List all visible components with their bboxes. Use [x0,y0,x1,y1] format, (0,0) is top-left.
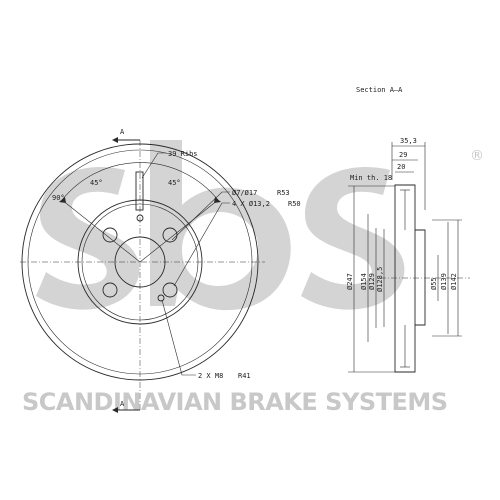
bolt-hole [162,282,178,298]
section-title: Section A–A [356,86,403,94]
sbs-watermark-logo [36,140,405,311]
disc-friction-ring [27,149,253,375]
thread-hole [136,214,144,222]
angle-arc [61,162,219,201]
bolt-hole [102,227,118,243]
dia-129-label: Ø129 [368,273,376,290]
dia-55-label: Ø55 [430,277,438,290]
section-marker-top: A [120,128,125,136]
angle-left-label: 45° [90,179,103,187]
dia-outer-label: Ø247 [346,273,354,290]
center-bore-label: Ø7/Ø17 [232,189,257,197]
disc-outer-edge [21,143,259,381]
section-view: Section A–A 35,3 29 20 Min th. 18 Ø2 [346,86,470,373]
thread-hole [157,294,165,302]
dim-min-width: 20 [397,163,405,171]
bolt-hole [102,282,118,298]
thread-holes-radius-label: R41 [238,372,251,380]
brand-tagline: SCANDINAVIAN BRAKE SYSTEMS [22,388,448,416]
center-bore [114,236,166,288]
dia-142-label: Ø142 [450,273,458,290]
dim-total-width: 35,3 [400,137,417,145]
angle-right-label: 45° [168,179,181,187]
registered-mark: ® [470,148,484,164]
dim-disc-width: 29 [399,151,407,159]
ribs-label: 39 Ribs [168,150,198,158]
disc-hub [77,199,203,325]
dia-154-label: Ø154 [360,273,368,290]
dia-139-label: Ø139 [440,273,448,290]
min-thickness-label: Min th. 18 [350,174,392,182]
angle-side-label: 90° [52,194,65,202]
disc-cross-section [394,184,416,373]
front-view: A A 45° 45° 90° 39 Ribs [20,128,301,413]
bolt-holes-label: 4 X Ø13,2 [232,200,270,208]
bolt-holes-radius-label: R50 [288,200,301,208]
center-bore-radius-label: R53 [277,189,290,197]
section-marker-bottom: A [120,400,125,408]
thread-holes-label: 2 X M8 [198,372,223,380]
dia-128-5-label: Ø128,5 [376,267,384,292]
hat-cross-section [415,229,426,326]
rib-slot [135,171,144,211]
